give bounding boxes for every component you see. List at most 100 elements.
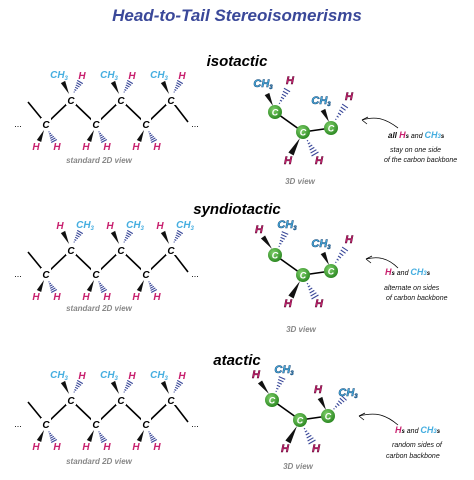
wedge-bond [60, 380, 69, 394]
hydrogen-atom-label: H [82, 142, 90, 153]
hydrogen-atom-label: H [103, 292, 111, 303]
hydrogen-atom-label: H [281, 443, 290, 455]
carbon-ball [268, 248, 282, 262]
carbon-atom-label: C [142, 120, 150, 131]
syndiotactic-2d-caption: standard 2D view [66, 304, 133, 313]
hashed-bond [98, 281, 108, 294]
hydrogen-atom-label: H [128, 71, 136, 82]
syndiotactic-note-line2: alternate on sides [384, 285, 440, 292]
atactic-arrow-icon [358, 413, 399, 426]
wedge-bond [264, 92, 273, 106]
carbon-atom-label: C [117, 246, 125, 257]
methyl-group-label: CH3 [311, 95, 331, 108]
atactic-note-line3: carbon backbone [386, 453, 440, 460]
isotactic-2d-caption: standard 2D view [66, 156, 133, 165]
hydrogen-atom-label: H [284, 155, 293, 167]
methyl-group-label: CH3 [274, 364, 294, 377]
wedge-bond [257, 380, 269, 394]
chain-end-ellipsis: ... [191, 269, 199, 279]
hashed-bond [335, 246, 349, 264]
carbon-ball [296, 125, 310, 139]
wedge-bond [160, 80, 169, 94]
hashed-bond [48, 281, 58, 294]
carbon-atom-label: C [67, 96, 75, 107]
wedge-bond [110, 80, 119, 94]
hashed-bond [173, 79, 184, 93]
hashed-bond [278, 231, 289, 248]
methyl-group-label: CH3 [50, 370, 68, 382]
carbon-atom-label: C [117, 396, 125, 407]
hydrogen-atom-label: H [53, 442, 61, 453]
methyl-group-label: CH3 [100, 370, 118, 382]
carbon-atom-label: C [117, 96, 125, 107]
wedge-bond [160, 230, 169, 244]
hydrogen-atom-label: H [315, 155, 324, 167]
carbon-backbone [27, 398, 189, 426]
carbon-ball [265, 393, 279, 407]
carbon-atom-label: C [328, 124, 335, 134]
atactic-3d-caption: 3D view [283, 462, 314, 471]
hydrogen-atom-label: H [132, 142, 140, 153]
carbon-atom-label: C [167, 246, 175, 257]
carbon-atom-label: C [42, 420, 50, 431]
wedge-bond [36, 130, 44, 142]
carbon-ball [293, 413, 307, 427]
wedge-bond [136, 430, 144, 442]
hashed-bond [306, 139, 319, 157]
hashed-bond [303, 427, 316, 445]
syndiotactic-note-line3: of carbon backbone [386, 295, 448, 302]
syndiotactic-title: syndiotactic [193, 201, 281, 218]
hydrogen-atom-label: H [153, 292, 161, 303]
carbon-atom-label: C [300, 128, 307, 138]
syndiotactic-3d-caption: 3D view [286, 325, 317, 334]
wedge-bond [320, 108, 329, 122]
wedge-bond [288, 281, 300, 299]
isotactic-title: isotactic [206, 53, 268, 70]
isotactic-3d-caption: 3D view [285, 177, 316, 186]
hashed-bond [148, 431, 158, 444]
hydrogen-atom-label: H [314, 384, 323, 396]
wedge-bond [36, 280, 44, 292]
hashed-bond [123, 79, 134, 93]
hydrogen-atom-label: H [132, 292, 140, 303]
hashed-bond [73, 229, 84, 243]
chain-start-ellipsis: ... [14, 419, 22, 429]
carbon-ball [324, 264, 338, 278]
wedge-bond [160, 380, 169, 394]
carbon-atom-label: C [325, 412, 332, 422]
hydrogen-atom-label: H [56, 221, 64, 232]
carbon-atom-label: C [300, 271, 307, 281]
hashed-bond [148, 131, 158, 144]
hydrogen-atom-label: H [284, 298, 293, 310]
methyl-group-label: CH3 [100, 70, 118, 82]
isotactic-arrow-icon [361, 117, 399, 129]
wedge-bond [86, 280, 94, 292]
chain-end-ellipsis: ... [191, 119, 199, 129]
wedge-bond [320, 251, 329, 265]
isotactic-note-line2: stay on one side [390, 147, 441, 154]
hydrogen-atom-label: H [106, 221, 114, 232]
methyl-group-label: CH3 [277, 219, 297, 232]
carbon-atom-label: C [42, 270, 50, 281]
chain-end-ellipsis: ... [191, 419, 199, 429]
methyl-group-label: CH3 [50, 70, 68, 82]
hashed-bond [333, 395, 347, 410]
hydrogen-atom-label: H [32, 442, 40, 453]
page-title: Head-to-Tail Stereoisomerisms [112, 6, 362, 25]
wedge-bond [136, 130, 144, 142]
chain-start-ellipsis: ... [14, 269, 22, 279]
wedge-bond [60, 230, 69, 244]
hashed-bond [123, 379, 134, 393]
hydrogen-atom-label: H [286, 75, 295, 87]
hashed-bond [335, 103, 349, 121]
hydrogen-atom-label: H [178, 71, 186, 82]
carbon-atom-label: C [167, 96, 175, 107]
carbon-atom-label: C [92, 270, 100, 281]
hashed-bond [98, 431, 108, 444]
carbon-ball [296, 268, 310, 282]
